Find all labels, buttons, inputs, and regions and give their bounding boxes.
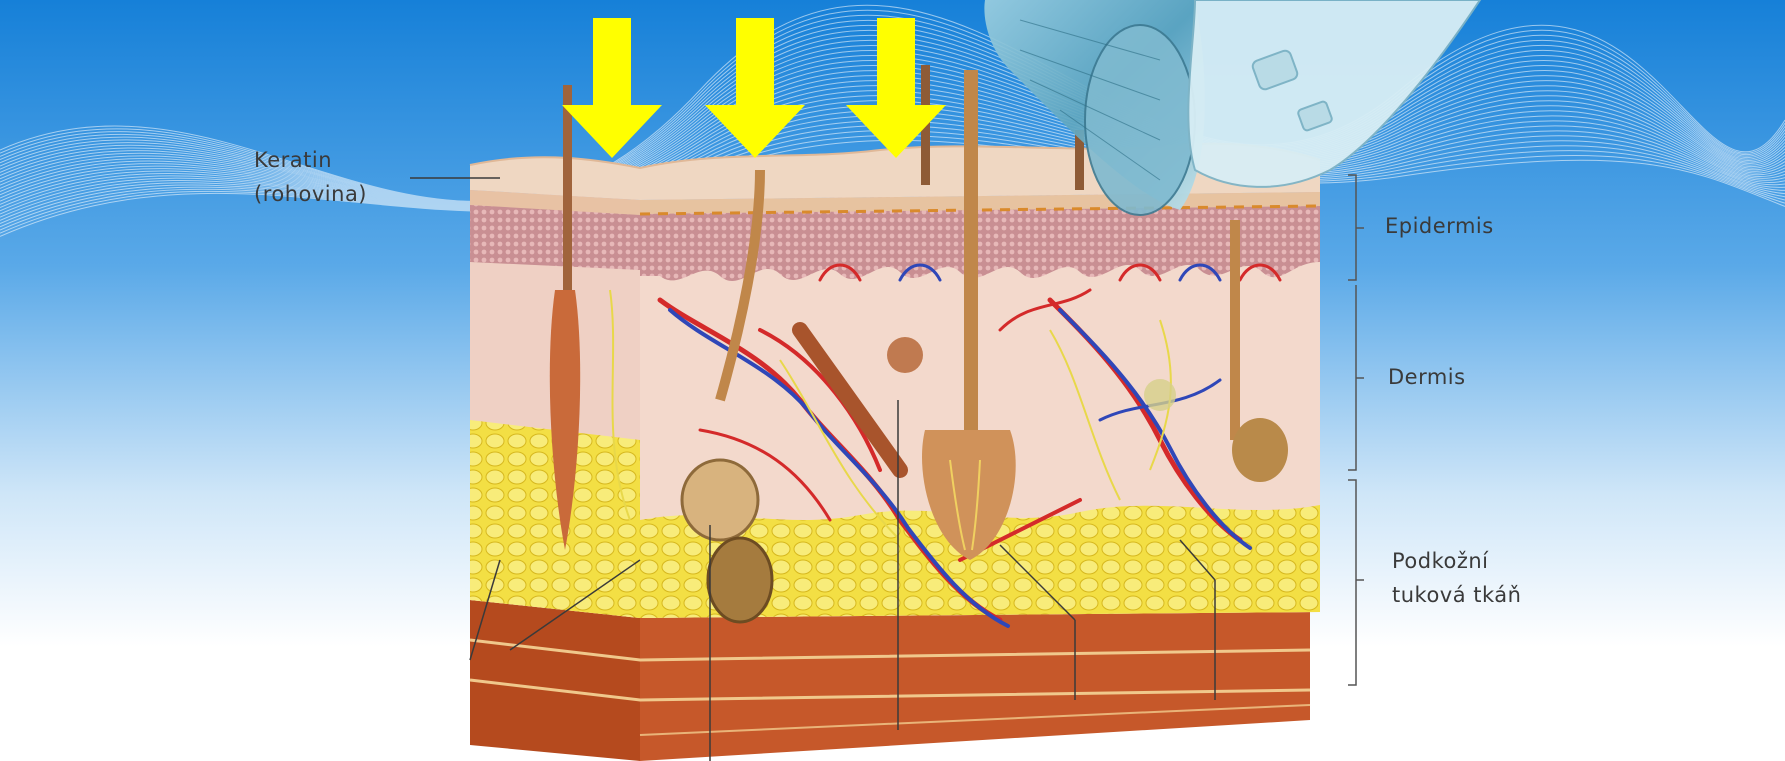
arrow-down-icon xyxy=(562,18,662,158)
arrow-down-icon xyxy=(846,18,946,158)
label-subcutis-line1: Podkožní xyxy=(1392,547,1489,575)
muscle-layer xyxy=(470,600,1310,761)
label-dermis: Dermis xyxy=(1388,363,1466,391)
arrow-down-icon xyxy=(705,18,805,158)
pressure-arrows xyxy=(562,18,946,158)
label-keratin-sub: (rohovina) xyxy=(254,180,367,208)
label-keratin: Keratin xyxy=(254,146,332,174)
label-subcutis-line2: tuková tkáň xyxy=(1392,581,1521,609)
label-epidermis: Epidermis xyxy=(1385,212,1494,240)
layer-bracket xyxy=(1348,175,1364,685)
